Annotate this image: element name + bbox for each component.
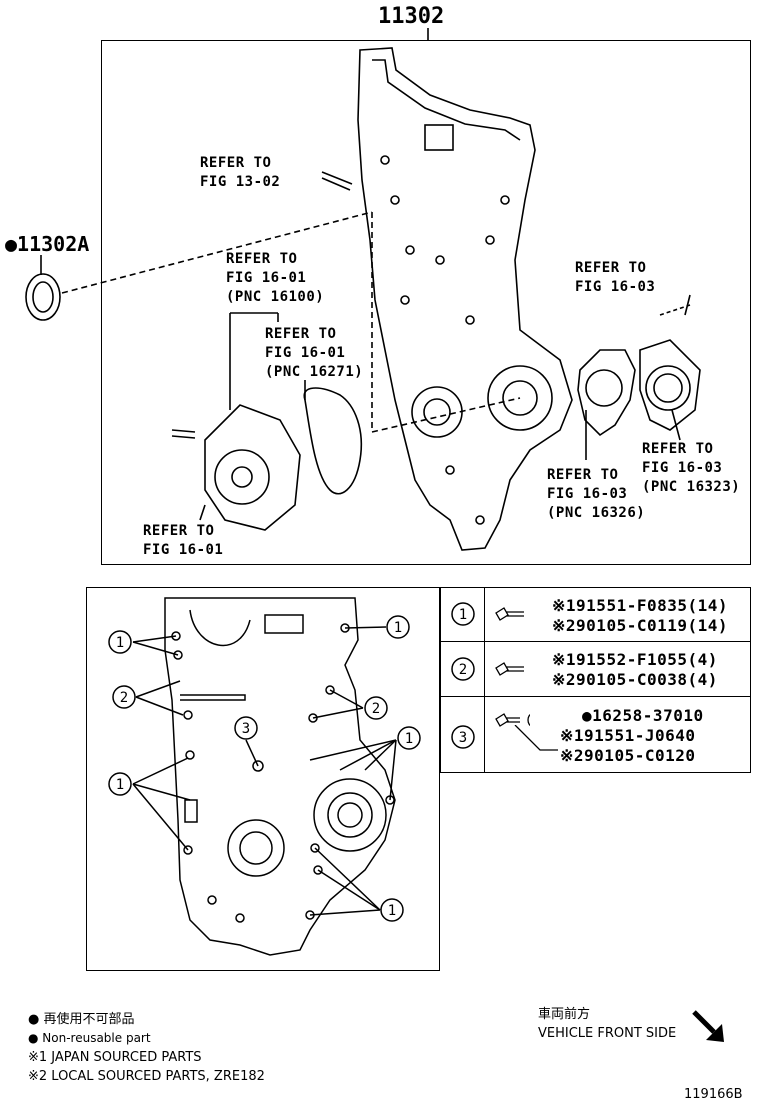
table-callout-2: 2 [459, 662, 467, 678]
table-callouts: 1 2 3 [451, 602, 475, 749]
callout-1-c: 1 [116, 777, 124, 793]
table-callout-3: 3 [459, 730, 467, 746]
bolt-1-part-numbers: ※191551-F0835(14)※290105-C0119(14) [552, 596, 729, 635]
bolt-icon [495, 607, 524, 621]
legend-note-1: ※1 JAPAN SOURCED PARTS [28, 1050, 202, 1065]
front-direction-arrow-icon [692, 1010, 724, 1042]
bolt-icon [495, 713, 520, 727]
table-column-divider [484, 587, 485, 773]
legend: ● 再使用不可部品 ● Non-reusable part ※1 JAPAN S… [28, 1010, 265, 1086]
callout-1-a: 1 [116, 635, 124, 651]
bolt-2-part-numbers: ※191552-F1055(4)※290105-C0038(4) [552, 650, 718, 689]
bolt-table [440, 587, 751, 773]
bolt-location-frame [86, 587, 440, 971]
callout-1-d: 1 [405, 731, 413, 747]
legend-non-reusable-jp: ● 再使用不可部品 [28, 1012, 135, 1027]
bolt-3-washer-part-number: ●16258-37010 [582, 706, 704, 725]
oil-seal-part-number: ●11302A [5, 232, 90, 256]
table-row-divider-1 [440, 641, 751, 642]
vehicle-front-jp: 車両前方 [538, 1007, 591, 1022]
washer-icon [527, 713, 530, 727]
bolt-3-leader [514, 725, 558, 751]
vehicle-front-en: VEHICLE FRONT SIDE [538, 1026, 677, 1041]
figure-id: 119166B [684, 1087, 743, 1102]
bolt-icon [495, 662, 524, 676]
callout-2-b: 2 [372, 701, 380, 717]
legend-non-reusable-en: ● Non-reusable part [28, 1031, 151, 1045]
table-row-divider-2 [440, 696, 751, 697]
callout-2-a: 2 [120, 690, 128, 706]
main-part-number: 11302 [378, 4, 445, 29]
legend-note-2: ※2 LOCAL SOURCED PARTS, ZRE182 [28, 1069, 265, 1084]
callout-1-b: 1 [394, 620, 402, 636]
bolt-icons [495, 607, 530, 727]
table-callout-1: 1 [459, 607, 467, 623]
bolt-3-part-numbers: ※191551-J0640※290105-C0120 [560, 726, 696, 765]
callout-3: 3 [242, 721, 250, 737]
vehicle-front-label: 車両前方 VEHICLE FRONT SIDE [538, 1005, 676, 1043]
exploded-view-frame [101, 40, 751, 565]
callout-1-e: 1 [388, 903, 396, 919]
